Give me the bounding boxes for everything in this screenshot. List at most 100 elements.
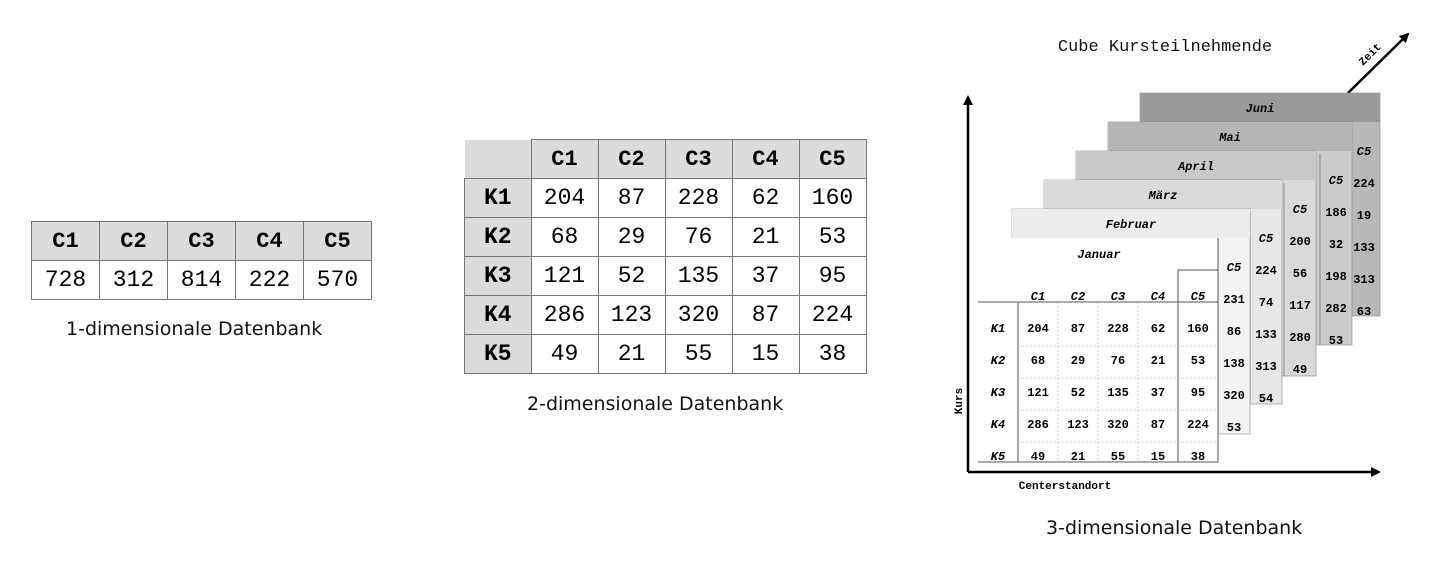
table-2d-cell: 286 [530,295,599,335]
cube-title: Cube Kursteilnehmende [1058,38,1272,57]
month-layer-bar [1012,209,1250,238]
table-2d-cell: 37 [731,256,800,296]
table-2d-cell: 38 [798,334,867,374]
front-cell: 95 [1191,386,1205,400]
front-row-label: K1 [991,322,1005,336]
table-2d-row-label: K3 [464,256,532,296]
time-axis-label: Zeit [1357,42,1384,69]
front-column-header: C5 [1191,290,1206,304]
layer-c5-cell: 224 [1353,177,1375,191]
layer-c5-cell: 49 [1293,363,1307,377]
table-2d-cell: 53 [798,217,867,257]
table-2d-cell: 160 [798,178,867,218]
front-cell: 121 [1027,386,1049,400]
table-1d-cell: 222 [235,260,304,300]
layer-c5-header: C5 [1329,174,1344,188]
table-1d-header: C1 [31,221,100,261]
layer-c5-header: C5 [1357,145,1372,159]
month-layer-bar [1044,180,1282,209]
table-2d-row: K2 68 29 76 21 53 [464,217,867,257]
table-2d-corner [464,139,531,179]
table-2d-cell: 204 [530,178,599,218]
front-cell: 224 [1187,418,1209,432]
front-column-header: C3 [1111,290,1125,304]
month-label: März [1148,189,1178,203]
month-layer-bar [1140,93,1380,122]
front-cell: 37 [1151,386,1165,400]
table-1d-header-row: C1 C2 C3 C4 C5 [31,221,372,261]
month-layer-bar [1076,151,1316,180]
table-2d-cell: 76 [664,217,733,257]
front-cell: 21 [1151,354,1165,368]
front-cell: 29 [1071,354,1085,368]
layer-c5-cell: 198 [1325,270,1347,284]
caption-1d: 1-dimensionale Datenbank [66,318,323,340]
table-2d-header: C2 [597,139,666,179]
front-cell: 21 [1071,450,1085,464]
front-cell: 76 [1111,354,1125,368]
table-2d-cell: 68 [530,217,599,257]
layer-c5-cell: 282 [1325,302,1347,316]
front-cell: 55 [1111,450,1125,464]
layer-c5-cell: 32 [1329,238,1343,252]
layer-c5-cell: 19 [1357,209,1371,223]
layer-c5-cell: 313 [1353,273,1375,287]
month-label: April [1177,160,1214,174]
table-1d-cell: 814 [167,260,236,300]
month-layer-bar [1108,122,1352,151]
layer-c5-header: C5 [1227,261,1242,275]
month-label: Juni [1246,102,1275,116]
layer-c5-cell: 56 [1293,267,1307,281]
layer-c5-cell: 138 [1223,357,1245,371]
layer-c5-cell: 224 [1255,264,1277,278]
table-2d-header: C1 [530,139,599,179]
table-1d-value-row: 728 312 814 222 570 [31,260,372,300]
table-2d: C1 C2 C3 C4 C5 K1 204 87 228 62 160 K2 6… [464,139,867,374]
front-cell: 62 [1151,322,1165,336]
table-2d-header-row: C1 C2 C3 C4 C5 [464,139,867,179]
layer-c5-cell: 117 [1289,299,1311,313]
front-cell: 204 [1027,322,1049,336]
layer-c5-cell: 231 [1223,293,1245,307]
layer-c5-cell: 320 [1223,389,1245,403]
front-row-label: K2 [991,354,1005,368]
table-1d-cell: 312 [99,260,168,300]
front-column-header: C1 [1031,290,1045,304]
front-month-label: Januar [1077,248,1120,262]
front-cell: 286 [1027,418,1049,432]
table-2d-row: K3 121 52 135 37 95 [464,256,867,296]
layer-c5-cell: 54 [1259,392,1273,406]
table-2d-cell: 224 [798,295,867,335]
layer-c5-cell: 133 [1353,241,1375,255]
layer-c5-header: C5 [1259,232,1274,246]
table-1d-cell: 728 [31,260,100,300]
table-2d-row-label: K5 [464,334,532,374]
layer-c5-cell: 186 [1325,206,1347,220]
front-cell: 135 [1107,386,1129,400]
caption-2d: 2-dimensionale Datenbank [527,393,784,415]
table-1d-cell: 570 [303,260,372,300]
layer-c5-cell: 313 [1255,360,1277,374]
front-cell: 87 [1071,322,1085,336]
time-axis-arrow [1347,32,1410,94]
table-2d-cell: 55 [664,334,733,374]
layer-c5-cell: 200 [1289,235,1311,249]
front-row-label: K3 [991,386,1005,400]
front-column-header: C2 [1071,290,1085,304]
front-cell: 38 [1191,450,1205,464]
front-cell: 52 [1071,386,1085,400]
front-cell: 87 [1151,418,1165,432]
layer-c5-cell: 63 [1357,305,1371,319]
front-column-header: C4 [1151,290,1165,304]
front-cell: 123 [1067,418,1089,432]
table-2d-row-label: K2 [464,217,532,257]
front-row-label: K4 [991,418,1005,432]
table-2d-cell: 52 [597,256,666,296]
table-2d-cell: 21 [597,334,666,374]
layer-c5-cell: 86 [1227,325,1241,339]
front-cell: 228 [1107,322,1129,336]
center-axis-label: Centerstandort [1019,481,1111,493]
